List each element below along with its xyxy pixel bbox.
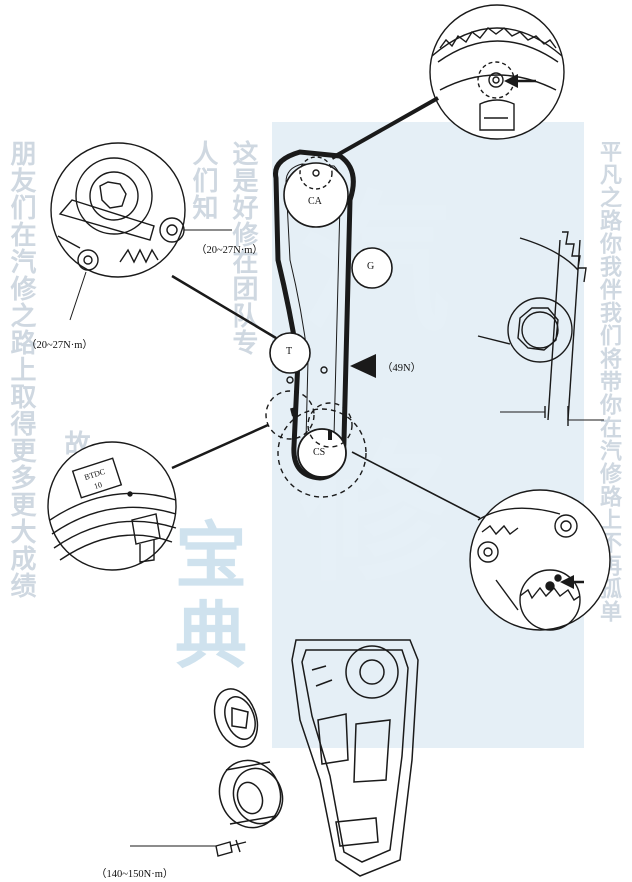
detail-circle-cam-mark (429, 4, 565, 140)
detail-circle-belt-gap (477, 231, 604, 426)
guide-plate (213, 688, 259, 748)
pulley-label-cs: CS (313, 447, 326, 458)
tension-arrow-icon (350, 354, 376, 378)
torque-label-upper: （20~27N·m） (196, 245, 263, 256)
watermark-column-2: 人们知 (188, 140, 218, 221)
torque-label-bolt: （140~150N·m） (96, 869, 174, 880)
pulley-label-g: G (367, 261, 375, 272)
watermark-column-3: 这是好修在团队专 (228, 140, 258, 356)
crank-pulley (218, 759, 284, 829)
watermark-char-bao: 宝 (175, 514, 248, 598)
mark-arrow-icon (560, 575, 574, 589)
watermark-char-dian: 典 (175, 594, 248, 678)
pulley-label-ca: CA (308, 196, 322, 207)
detail-circle-crank-sprocket (469, 489, 611, 631)
torque-label-left: （20~27N·m） (26, 340, 93, 351)
pulley-label-t: T (286, 346, 293, 357)
detail-circle-crank-marks (47, 441, 177, 571)
watermark-column-1: 朋友们在汽修之路上取得更多更大成绩 (6, 140, 36, 599)
arrow-icon (504, 74, 518, 88)
belt-layout (265, 149, 393, 498)
tension-label: （49N） (382, 363, 422, 374)
crank-bolt (130, 839, 247, 857)
timing-cover (291, 639, 419, 877)
detail-circle-tensioner (50, 142, 186, 278)
